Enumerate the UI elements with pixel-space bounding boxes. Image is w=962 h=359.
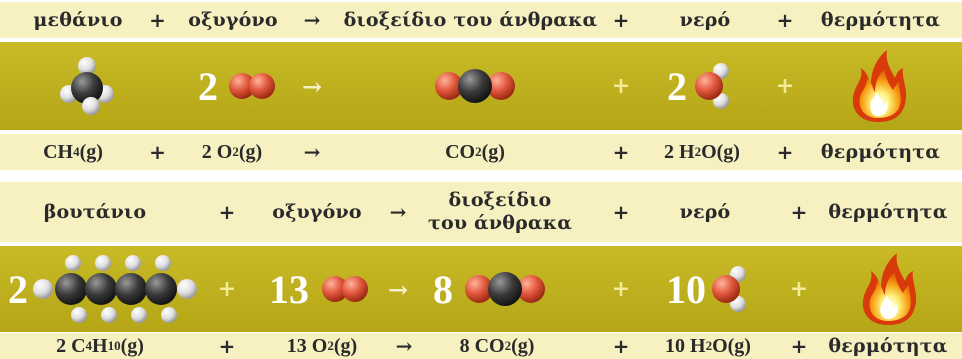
oxygen-molecule [222,42,282,130]
eq2-word-oxygen: οξυγόνο [272,201,362,223]
eq1-plus-2: + [775,73,795,99]
eq1-word-plus-1: + [149,8,166,32]
eq2-word-heat: θερμότητα [828,201,948,223]
eq1-word-arrow: → [303,8,321,32]
eq2-formula-plus-1: + [218,334,236,358]
eq1-word-water: νερό [679,9,731,31]
eq2-word-butane: βουτάνιο [43,201,147,223]
eq1-word-plus-2: + [612,8,630,32]
oxygen-molecule-2 [316,246,374,332]
co2-molecule-2 [458,246,552,332]
fire-icon-2 [848,246,928,332]
eq1-word-methane: μεθάνιο [33,9,123,31]
water-molecule-2 [706,246,754,332]
eq2-word-water: νερό [679,201,731,223]
eq1-word-heat: θερμότητα [820,9,941,31]
eq2-word-arrow: → [389,200,407,224]
methane-molecule [52,42,122,130]
eq2-arrow: → [387,274,409,304]
eq2-plus-3: + [789,276,809,302]
eq1-plus-1: + [611,73,631,99]
co2-molecule [425,42,525,130]
eq2-word-plus-1: + [218,200,236,224]
water-molecule [688,42,738,130]
eq1-word-co2: διοξείδιο του άνθρακα [343,9,598,31]
eq1-formula-arrow: → [303,140,321,164]
eq1-word-row: μεθάνιο + οξυγόνο → διοξείδιο του άνθρακ… [0,2,962,38]
eq1-word-oxygen: οξυγόνο [188,9,278,31]
eq2-word-plus-2: + [612,200,630,224]
eq1-arrow: → [301,71,323,101]
eq2-formula-arrow: → [395,334,413,358]
eq2-molecule-row: 2 + 13 → 8 [0,246,962,332]
eq1-formula-plus-2: + [612,140,630,164]
eq2-formula-heat: θερμότητα [828,335,948,357]
eq2-plus-1: + [217,276,237,302]
eq2-coef-butane: 2 [8,266,28,312]
eq1-formula-heat: θερμότητα [820,141,941,163]
eq2-formula-plus-3: + [790,334,808,358]
eq1-molecule-row: 2 → + 2 + [0,42,962,130]
eq1-coef-water: 2 [667,63,687,109]
fire-icon [838,42,918,130]
butane-molecule [28,246,200,332]
eq2-plus-2: + [611,276,631,302]
eq2-formula-plus-2: + [612,334,630,358]
eq2-word-plus-3: + [790,200,808,224]
eq2-coef-oxygen: 13 [269,266,309,312]
eq1-formula-plus-3: + [776,140,794,164]
eq1-coef-oxygen: 2 [198,63,218,109]
eq1-word-plus-3: + [776,8,794,32]
eq2-coef-water: 10 [666,266,706,312]
eq1-formula-plus-1: + [149,140,166,164]
eq2-coef-co2: 8 [433,266,453,312]
